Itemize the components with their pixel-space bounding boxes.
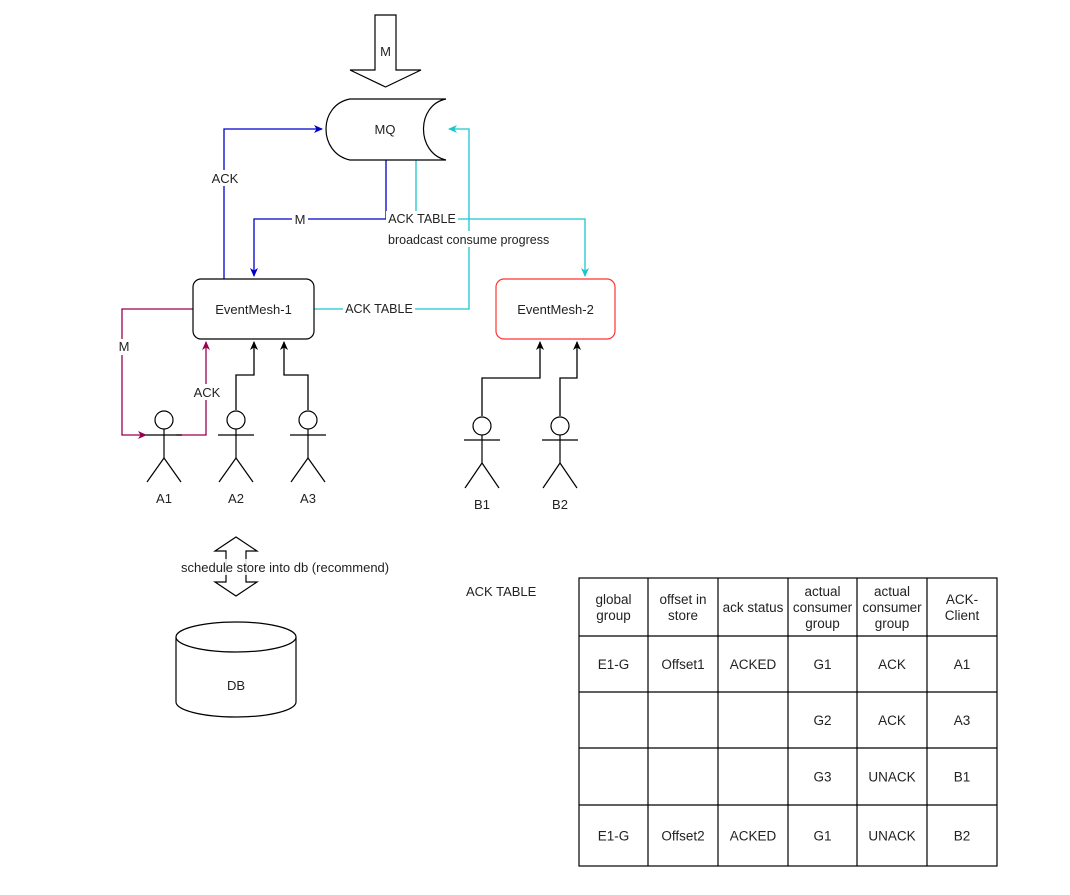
ack-table-cell: B2 — [954, 829, 971, 844]
edge-ack-table-mq-to-em2 — [415, 160, 589, 277]
label-schedule-store: schedule store into db (recommend) — [181, 560, 389, 575]
svg-text:ACK TABLE: ACK TABLE — [345, 302, 413, 316]
edge-m-mq-to-em1 — [250, 160, 387, 277]
edge-a3-to-em1 — [280, 341, 309, 410]
input-arrow-m: M — [349, 14, 422, 88]
ack-table-cell: UNACK — [868, 770, 915, 785]
eventmesh-2-node: EventMesh-2 — [495, 278, 616, 340]
svg-text:M: M — [380, 44, 391, 59]
svg-text:EventMesh-2: EventMesh-2 — [517, 302, 594, 317]
db-node: DB — [175, 621, 297, 718]
actor-b1-label: B1 — [474, 497, 490, 512]
edge-m-em1-to-a1 — [121, 308, 193, 439]
edge-b2-to-em2 — [559, 341, 581, 416]
label-m-mq-to-em1: M — [292, 212, 308, 227]
label-ack-em1-to-mq: ACK — [209, 170, 241, 186]
actor-a3-label: A3 — [300, 491, 316, 506]
actor-b1: B1 — [464, 416, 500, 512]
svg-text:ACK: ACK — [194, 385, 221, 400]
edge-ack-em1-to-mq — [223, 125, 323, 279]
actor-a1: A1 — [146, 410, 182, 506]
mq-node: MQ — [325, 98, 447, 161]
edge-ack-a1-to-em1 — [176, 341, 210, 436]
ack-table-cell: Offset2 — [661, 829, 704, 844]
ack-table-cell: E1-G — [598, 657, 630, 672]
actor-a2: A2 — [218, 410, 254, 506]
svg-text:MQ: MQ — [375, 122, 396, 137]
actor-b2: B2 — [542, 416, 578, 512]
ack-table-cell: ACKED — [730, 657, 777, 672]
double-arrow-schedule-store: schedule store into db (recommend) — [180, 536, 416, 597]
label-ack-table-top: ACK TABLE — [386, 211, 458, 227]
actor-a2-label: A2 — [228, 491, 244, 506]
ack-table-cell: A1 — [954, 657, 971, 672]
ack-table-cell: ACK — [878, 713, 906, 728]
svg-text:M: M — [119, 339, 130, 354]
svg-text:M: M — [295, 212, 306, 227]
edge-a2-to-em1 — [235, 341, 258, 410]
ack-table-cell: Offset1 — [661, 657, 704, 672]
ack-table-cell: UNACK — [868, 829, 915, 844]
label-m-em1-to-a1: M — [116, 339, 132, 355]
ack-table-cell: ACK — [878, 657, 906, 672]
svg-text:ACK: ACK — [212, 171, 239, 186]
eventmesh-1-node: EventMesh-1 — [192, 278, 315, 340]
actor-a3: A3 — [290, 410, 326, 506]
actor-b2-label: B2 — [552, 497, 568, 512]
ack-table-cell: G1 — [813, 657, 831, 672]
ack-table-cell: G3 — [813, 770, 831, 785]
svg-text:broadcast consume progress: broadcast consume progress — [388, 233, 549, 247]
label-broadcast: broadcast consume progress — [386, 231, 560, 247]
edge-b1-to-em2 — [481, 341, 544, 416]
ack-table-cell: B1 — [954, 770, 971, 785]
ack-table-title: ACK TABLE — [466, 584, 537, 599]
svg-text:EventMesh-1: EventMesh-1 — [215, 302, 292, 317]
ack-table-header-cell: ack status — [723, 600, 784, 615]
ack-table-cell: E1-G — [598, 829, 630, 844]
ack-table-cell: ACKED — [730, 829, 777, 844]
ack-table-cell: G1 — [813, 829, 831, 844]
ack-table-header-cell: ACK-Client — [945, 592, 980, 623]
label-ack-a1-to-em1: ACK — [191, 384, 223, 400]
ack-table-cell: G2 — [813, 713, 831, 728]
actor-a1-label: A1 — [156, 491, 172, 506]
label-ack-table-em1: ACK TABLE — [343, 301, 415, 317]
svg-text:ACK TABLE: ACK TABLE — [388, 212, 456, 226]
svg-text:DB: DB — [227, 678, 245, 693]
ack-table-cell: A3 — [954, 713, 971, 728]
